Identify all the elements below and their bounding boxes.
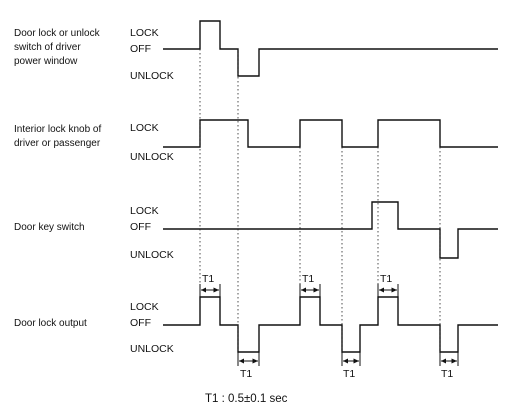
signal-driver-switch-title-line-1: Door lock or unlock	[14, 28, 101, 39]
signal-lock-output-level-off: OFF	[130, 317, 151, 329]
t1-marker-unlock-1: T1	[237, 352, 260, 380]
signal-key-switch-level-lock: LOCK	[130, 205, 159, 217]
signal-lock-output-waveform	[163, 296, 498, 353]
signal-lock-output-level-lock: LOCK	[130, 301, 159, 313]
timing-caption: T1 : 0.5±0.1 sec	[205, 393, 288, 405]
signal-driver-switch-level-unlock: UNLOCK	[130, 70, 174, 82]
t1-label: T1	[343, 368, 355, 380]
signal-interior-knob: Interior lock knob of driver or passenge…	[14, 119, 498, 163]
transition-guides	[199, 49, 441, 352]
t1-marker-lock-2: T1	[299, 273, 321, 297]
signal-interior-knob-title-line-2: driver or passenger	[14, 138, 101, 149]
signal-interior-knob-level-unlock: UNLOCK	[130, 151, 174, 163]
t1-marker-unlock-2: T1	[341, 352, 361, 380]
t1-label: T1	[380, 273, 392, 285]
signal-driver-switch-level-off: OFF	[130, 43, 151, 55]
signal-driver-switch: Door lock or unlock switch of driver pow…	[14, 20, 498, 82]
t1-label: T1	[240, 368, 252, 380]
signal-lock-output-level-unlock: UNLOCK	[130, 343, 174, 355]
signal-driver-switch-waveform	[163, 20, 498, 77]
signal-key-switch-waveform	[163, 201, 498, 259]
t1-label: T1	[302, 273, 314, 285]
signal-key-switch-level-off: OFF	[130, 221, 151, 233]
t1-marker-lock-1: T1	[199, 273, 221, 297]
t1-label: T1	[202, 273, 214, 285]
t1-marker-lock-3: T1	[377, 273, 399, 297]
signal-interior-knob-title-line-1: Interior lock knob of	[14, 124, 101, 135]
signal-interior-knob-level-lock: LOCK	[130, 122, 159, 134]
signal-interior-knob-waveform	[163, 119, 498, 148]
signal-lock-output-title: Door lock output	[14, 318, 87, 329]
signal-driver-switch-level-lock: LOCK	[130, 27, 159, 39]
signal-key-switch-level-unlock: UNLOCK	[130, 249, 174, 261]
signal-key-switch: Door key switch LOCK OFF UNLOCK	[14, 201, 498, 261]
signal-driver-switch-title-line-3: power window	[14, 56, 78, 67]
signal-key-switch-title: Door key switch	[14, 222, 85, 233]
t1-marker-unlock-3: T1	[439, 352, 459, 380]
signal-driver-switch-title-line-2: switch of driver	[14, 42, 81, 53]
t1-label: T1	[441, 368, 453, 380]
signal-lock-output: Door lock output LOCK OFF UNLOCK	[14, 296, 498, 355]
